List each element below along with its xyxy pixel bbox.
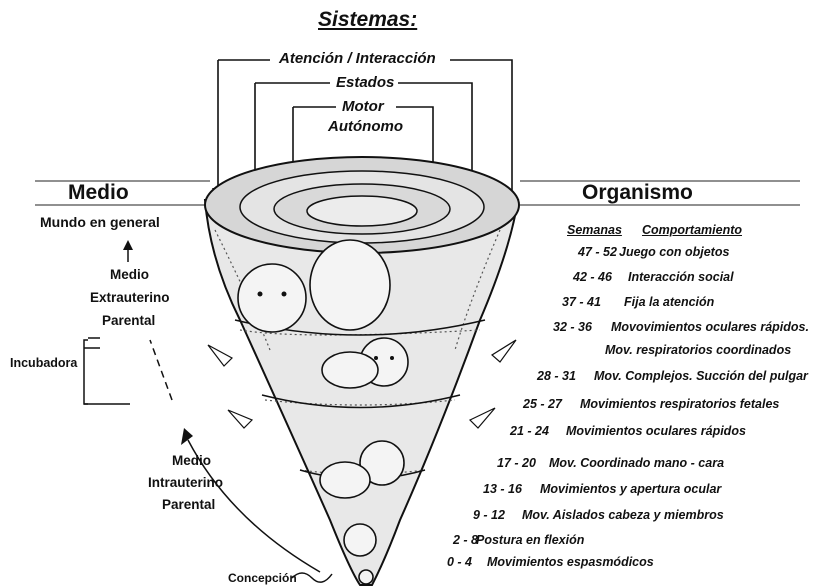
world-label: Mundo en general <box>40 214 160 230</box>
incubadora-bracket-ticks <box>84 348 130 404</box>
inner-arrow <box>470 408 495 428</box>
conception-label: Concepción <box>228 571 297 585</box>
conception-squiggle <box>292 573 332 582</box>
embryo <box>344 524 376 556</box>
weeks-cell: 2 - 8 <box>453 533 478 547</box>
system-label-estados: Estados <box>333 74 397 91</box>
weeks-cell: 25 - 27 <box>523 397 562 411</box>
weeks-cell: 21 - 24 <box>510 424 549 438</box>
arrowhead-up <box>181 428 193 445</box>
zygote <box>359 570 373 584</box>
weeks-cell: 47 - 52 <box>578 245 617 259</box>
incubadora-bracket <box>84 340 88 404</box>
intra-label-line2: Intrauterino <box>148 475 223 490</box>
col-behavior-header: Comportamiento <box>642 223 742 237</box>
weeks-cell: 0 - 4 <box>447 555 472 569</box>
eye <box>374 356 378 360</box>
col-weeks-header: Semanas <box>567 223 622 237</box>
intra-label-line3: Parental <box>162 497 215 512</box>
weeks-cell: 28 - 31 <box>537 369 576 383</box>
cone-ring <box>307 196 417 226</box>
extra-label-line1: Medio <box>110 267 149 282</box>
behavior-cell: Mov. Complejos. Succión del pulgar <box>594 369 808 383</box>
behavior-cell: Movimientos y apertura ocular <box>540 482 721 496</box>
inner-arrow <box>228 410 252 428</box>
eye <box>258 292 263 297</box>
medio-heading: Medio <box>68 181 129 205</box>
weeks-cell: 13 - 16 <box>483 482 522 496</box>
infant-body <box>310 240 390 330</box>
behavior-cell: Postura en flexión <box>476 533 584 547</box>
fetus-body <box>320 462 370 498</box>
extra-label-line2: Extrauterino <box>90 290 170 305</box>
infant-head <box>238 264 306 332</box>
weeks-cell: 17 - 20 <box>497 456 536 470</box>
eye <box>390 356 394 360</box>
dashed-link <box>150 340 172 400</box>
behavior-cell: Movovimientos oculares rápidos. <box>611 320 809 334</box>
behavior-cell: Movimientos espasmódicos <box>487 555 654 569</box>
incubator-label: Incubadora <box>10 356 77 370</box>
behavior-cell: Juego con objetos <box>619 245 729 259</box>
system-label-motor: Motor <box>339 98 387 115</box>
arrowhead-up <box>123 240 133 250</box>
behavior-cell: Mov. Aislados cabeza y miembros <box>522 508 724 522</box>
intra-label-line1: Medio <box>172 453 211 468</box>
weeks-cell: 37 - 41 <box>562 295 601 309</box>
behavior-cell: Fija la atención <box>624 295 714 309</box>
baby-body <box>322 352 378 388</box>
weeks-cell: 32 - 36 <box>553 320 592 334</box>
extra-label-line3: Parental <box>102 313 155 328</box>
eye <box>282 292 287 297</box>
weeks-cell: 9 - 12 <box>473 508 505 522</box>
system-label-atencion: Atención / Interacción <box>276 50 439 67</box>
behavior-cell: Movimientos oculares rápidos <box>566 424 746 438</box>
inner-arrow <box>492 340 516 362</box>
behavior-cell: Mov. Coordinado mano - cara <box>549 456 724 470</box>
system-label-autonomo: Autónomo <box>325 118 406 135</box>
inner-arrow <box>208 345 232 366</box>
organismo-heading: Organismo <box>582 181 693 205</box>
behavior-cell: Movimientos respiratorios fetales <box>580 397 779 411</box>
behavior-cell: Mov. respiratorios coordinados <box>605 343 791 357</box>
weeks-cell: 42 - 46 <box>573 270 612 284</box>
behavior-cell: Interacción social <box>628 270 734 284</box>
